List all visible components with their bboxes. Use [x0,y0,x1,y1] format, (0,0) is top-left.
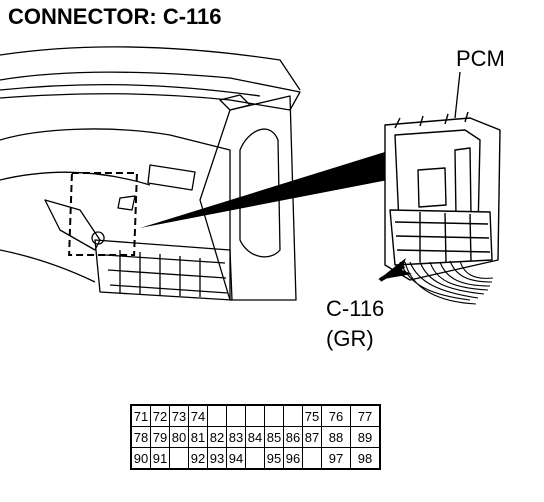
dashboard-outline [0,71,301,111]
empty-pin-cell [264,404,284,427]
callout-wedge [140,152,388,228]
wire-bundle [399,260,494,305]
pin-cell: 79 [150,426,170,448]
pin-cell: 72 [150,404,170,427]
lower-dash-curve [0,171,151,186]
empty-pin-cell [283,404,303,427]
pin-cell: 98 [350,447,381,470]
empty-pin-cell [226,404,246,427]
pin-cell: 86 [283,426,303,448]
empty-pin-cell [169,447,189,470]
pin-cell: 87 [302,426,322,448]
empty-pin-cell [302,447,322,470]
pcm-top-ribs [394,111,469,129]
pin-cell: 89 [350,426,381,448]
bracket-bolt [91,231,105,245]
pin-cell: 97 [321,447,351,470]
pillar-panel [199,95,297,301]
empty-pin-cell [245,447,265,470]
pin-cell: 77 [350,404,381,427]
pin-cell: 74 [188,404,208,427]
pin-cell: 92 [188,447,208,470]
relay-dividers [119,250,201,297]
dashboard-top-edge [0,83,261,97]
connector-location-box [68,172,138,256]
pcm-window [417,167,447,208]
pin-cell: 90 [130,447,151,470]
pcm-leader-line [454,71,461,119]
page-title: CONNECTOR: C-116 [8,4,222,29]
connector-id-label: C-116 [326,296,385,321]
relay-slots [104,254,229,294]
pin-cell: 85 [264,426,284,448]
connector-arrow-shaft [378,264,406,282]
pcm-connector-dividers [419,212,472,263]
pcm-connector-slots [394,221,491,253]
lower-dash [0,128,231,300]
pcm-label: PCM [456,46,505,71]
bracket [44,199,101,251]
pin-cell: 91 [150,447,170,470]
pin-cell: 81 [188,426,208,448]
pin-cell: 95 [264,447,284,470]
clip [117,195,136,211]
pin-cell: 96 [283,447,303,470]
empty-pin-cell [207,404,227,427]
pin-cell: 94 [226,447,246,470]
pin-cell: 93 [207,447,227,470]
windshield-line [0,46,301,91]
pin-cell: 75 [302,404,322,427]
pin-cell: 76 [321,404,351,427]
pin-cell: 80 [169,426,189,448]
pin-cell: 84 [245,426,265,448]
relay-block [94,239,233,301]
small-module [147,164,196,191]
pin-cell: 73 [169,404,189,427]
pin-cell: 78 [130,426,151,448]
pin-cell: 71 [130,404,151,427]
pcm-side-rib [454,147,472,218]
vehicle-illustration [0,46,501,305]
pin-cell: 88 [321,426,351,448]
empty-pin-cell [245,404,265,427]
pin-cell: 83 [226,426,246,448]
floor-line [0,249,96,283]
connector-color-label: (GR) [326,326,374,351]
pin-cell: 82 [207,426,227,448]
